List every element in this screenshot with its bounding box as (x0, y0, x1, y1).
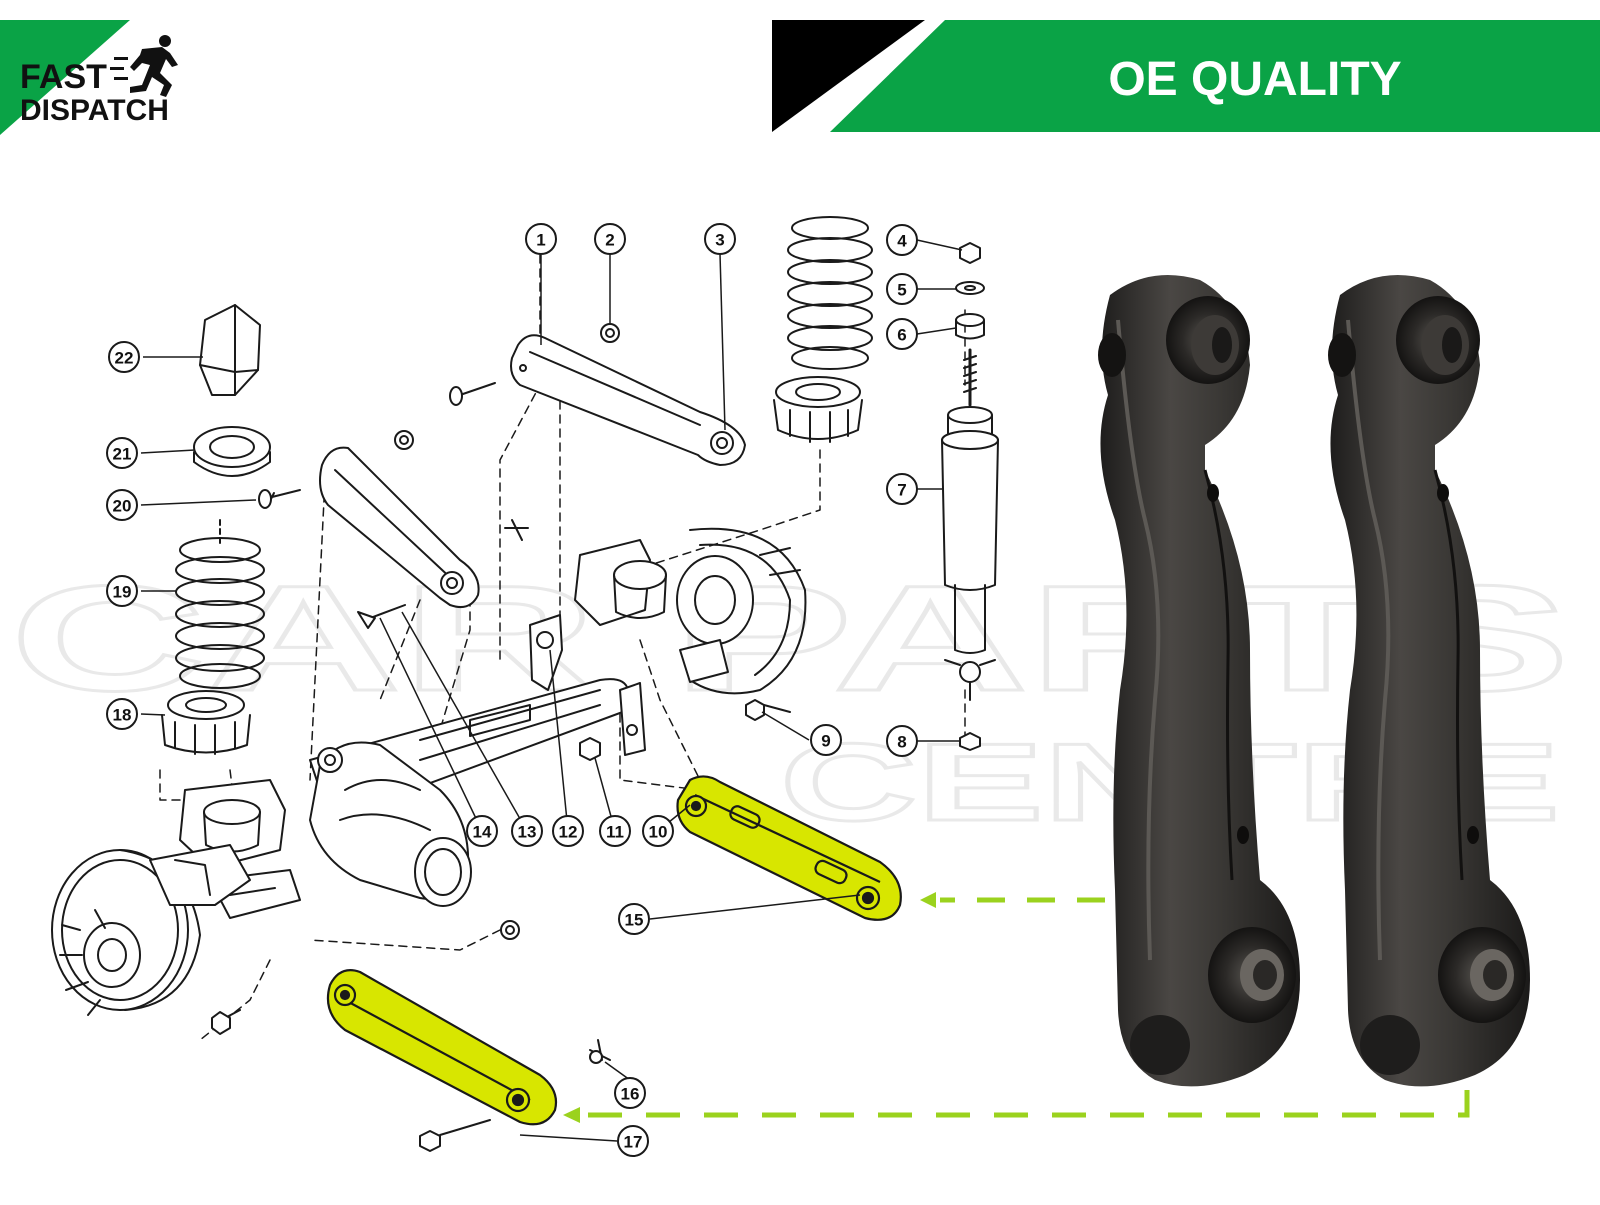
callout-circle (108, 341, 140, 373)
callout-circle (106, 437, 138, 469)
callout-18: 18 (106, 698, 138, 730)
callout-circle (886, 273, 918, 305)
callout-circle (525, 223, 557, 255)
arrow-to-lower-arm (563, 1090, 1470, 1123)
callout-circle (511, 815, 543, 847)
badge-dispatch: DISPATCH (20, 94, 169, 127)
callout-number: 21 (113, 445, 132, 464)
lower-control-arm-lower-highlight (326, 969, 558, 1126)
callout-number: 6 (897, 326, 906, 345)
callout-number: 11 (606, 823, 624, 842)
runner-icon (110, 35, 178, 97)
callout-circle (552, 815, 584, 847)
callout-1: 1 (525, 223, 557, 255)
callout-circle (594, 223, 626, 255)
callout-number: 5 (897, 281, 906, 300)
fast-dispatch-badge: FAST DISPATCH (0, 20, 178, 135)
callout-number: 17 (624, 1133, 643, 1152)
callout-circle (886, 473, 918, 505)
callout-20: 20 (106, 489, 138, 521)
callout-21: 21 (106, 437, 138, 469)
callout-number: 12 (559, 823, 578, 842)
header-title: OE QUALITY (1108, 53, 1401, 106)
callout-number: 7 (897, 481, 906, 500)
callout-14: 14 (466, 815, 498, 847)
callout-circle (704, 223, 736, 255)
callout-circle (106, 489, 138, 521)
callout-number: 19 (113, 583, 132, 602)
callout-16: 16 (614, 1077, 646, 1109)
callout-number: 3 (715, 231, 724, 250)
callout-number: 10 (649, 823, 668, 842)
callout-circle (642, 815, 674, 847)
callout-circle (466, 815, 498, 847)
callout-11: 11 (599, 815, 631, 847)
product-photo-control-arms (1098, 275, 1530, 1087)
callout-number: 15 (625, 911, 644, 930)
callout-circle (599, 815, 631, 847)
callout-circle (106, 575, 138, 607)
oe-quality-banner: OE QUALITY (772, 20, 1600, 132)
exploded-parts-drawing (51, 216, 999, 1152)
watermark-line1: CAR PARTS (10, 554, 1570, 722)
callout-number: 4 (897, 232, 907, 251)
callout-number: 8 (897, 733, 906, 752)
lower-control-arm-upper-highlight (676, 775, 902, 921)
callout-2: 2 (594, 223, 626, 255)
callout-5: 5 (886, 273, 918, 305)
callout-3: 3 (704, 223, 736, 255)
callout-number: 13 (518, 823, 537, 842)
callout-number: 14 (473, 823, 492, 842)
control-arm-right (1328, 275, 1530, 1087)
callout-6: 6 (886, 318, 918, 350)
callout-number: 20 (113, 497, 132, 516)
callout-number: 1 (536, 231, 545, 250)
callout-number: 2 (605, 231, 614, 250)
control-arm-left (1098, 275, 1300, 1087)
badge-fast: FAST (20, 58, 107, 96)
callout-leaders (140, 239, 963, 1142)
callout-8: 8 (886, 725, 918, 757)
callout-circle (106, 698, 138, 730)
callout-12: 12 (552, 815, 584, 847)
callout-number: 18 (113, 706, 132, 725)
callout-10: 10 (642, 815, 674, 847)
callout-circle (810, 724, 842, 756)
callout-9: 9 (810, 724, 842, 756)
arrow-to-upper-arm (920, 892, 1105, 908)
callout-7: 7 (886, 473, 918, 505)
callout-number: 16 (621, 1085, 640, 1104)
callout-19: 19 (106, 575, 138, 607)
callout-circle (614, 1077, 646, 1109)
callout-4: 4 (886, 224, 918, 256)
callout-number: 22 (115, 349, 134, 368)
callout-13: 13 (511, 815, 543, 847)
callout-circle (886, 224, 918, 256)
callout-15: 15 (618, 903, 650, 935)
callout-circle (886, 725, 918, 757)
callout-circle (618, 903, 650, 935)
callout-17: 17 (617, 1125, 649, 1157)
callout-number: 9 (821, 732, 830, 751)
callout-circle (886, 318, 918, 350)
callout-circle (617, 1125, 649, 1157)
callout-22: 22 (108, 341, 140, 373)
